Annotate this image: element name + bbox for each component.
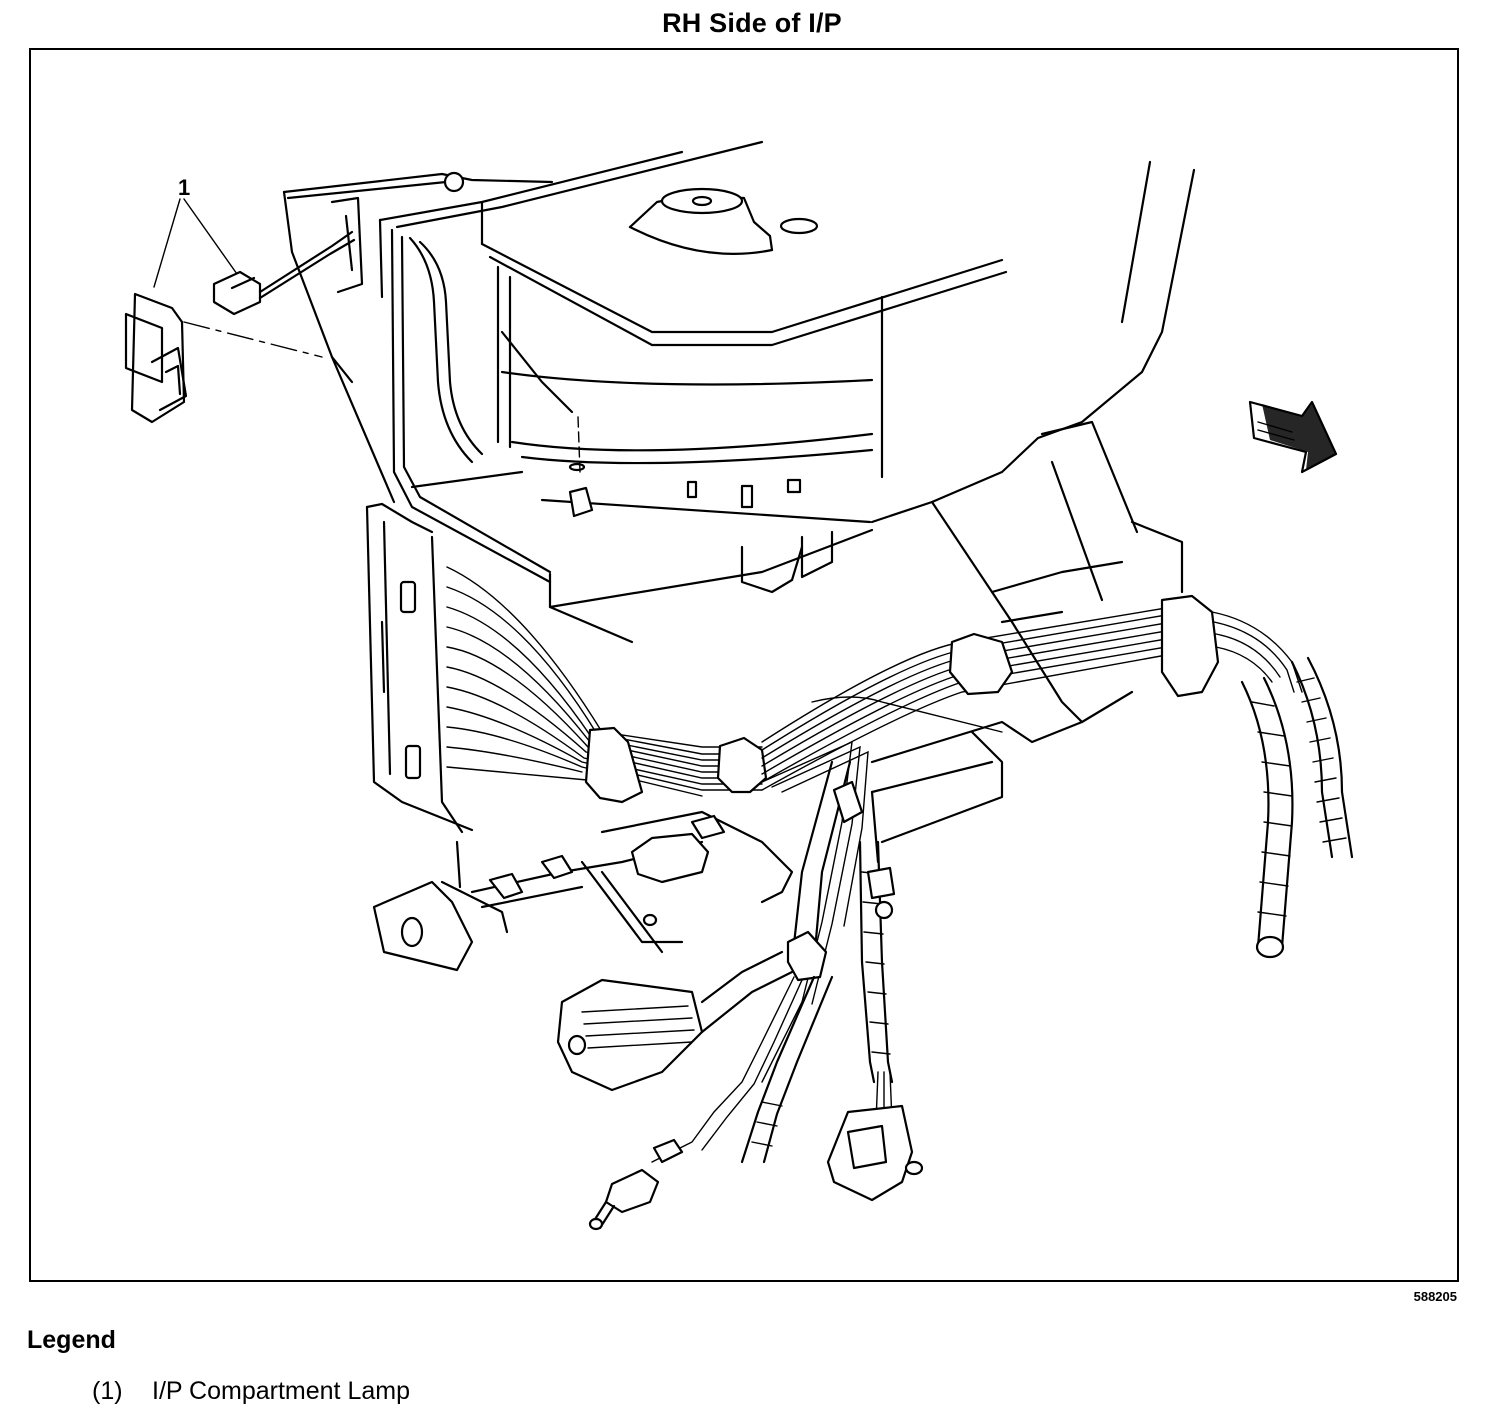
lower-branch-harness [556,740,869,1231]
legend-item-label: I/P Compartment Lamp [152,1377,410,1405]
legend-item: (1) I/P Compartment Lamp [92,1377,410,1406]
legend-title: Legend [27,1326,116,1354]
diagram-frame: 1 [29,48,1459,1282]
legend-item-number: (1) [92,1377,123,1405]
compartment-lamp [124,230,356,424]
module-box [365,502,874,834]
mounting-bracket [282,171,554,504]
duct-frame [378,218,552,584]
module-wire-bundle [446,566,768,804]
arrow-forward-icon [1248,400,1338,474]
callout-leader-a [153,198,181,288]
figure-id: 588205 [1413,1289,1457,1304]
wiring-diagram: 1 [124,140,1354,1231]
connector-drop [826,790,924,1202]
right-conduits [1240,656,1354,959]
lower-brackets [372,810,794,972]
hvac-housing [378,140,1196,524]
callout-number: 1 [178,175,190,200]
page-title: RH Side of I/P [662,8,842,38]
cross-car-beam [870,420,1184,844]
main-harness-trunk [761,594,1303,791]
callout-leader-b [183,198,238,275]
